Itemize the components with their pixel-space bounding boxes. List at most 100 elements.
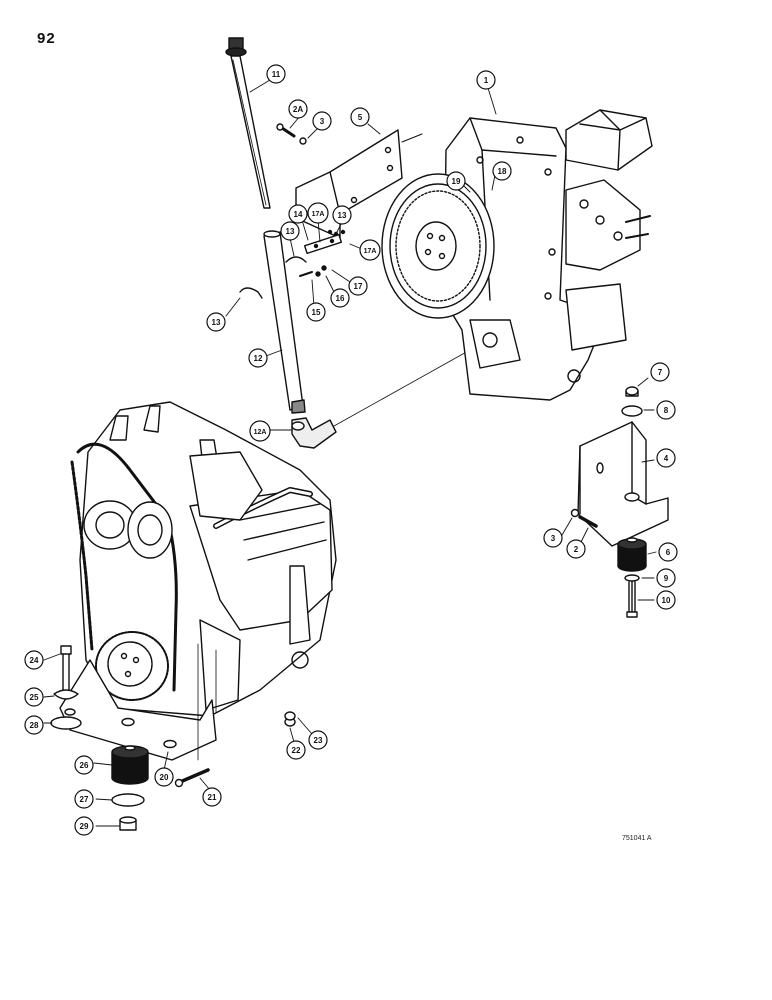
callout-text: 14	[294, 210, 303, 219]
bolt-24	[60, 645, 72, 691]
rubber-mount-6	[617, 537, 647, 572]
callout-c17a: 17A	[307, 202, 329, 224]
callout-c29: 29	[74, 816, 94, 836]
leader-lines	[43, 79, 657, 827]
callout-c9: 9	[656, 568, 676, 588]
callout-c10: 10	[656, 590, 676, 610]
callout-text: 2	[574, 545, 579, 554]
callout-c11: 11	[266, 64, 286, 84]
washer-28	[50, 716, 82, 730]
callout-text: 4	[664, 454, 669, 463]
washer-8	[621, 405, 643, 417]
figure-code: 751041 A	[622, 835, 652, 842]
washer-9	[624, 574, 640, 582]
callout-text: 8	[664, 406, 669, 415]
nut-23	[284, 711, 296, 721]
callout-c16: 16	[330, 288, 350, 308]
callout-c28: 28	[24, 715, 44, 735]
callout-text: 13	[286, 227, 295, 236]
callout-c1: 1	[476, 70, 496, 90]
callout-c18: 18	[492, 161, 512, 181]
callout-text: 12	[254, 354, 263, 363]
callout-c3b: 3	[543, 528, 563, 548]
callout-text: 23	[314, 736, 323, 745]
callout-c6: 6	[658, 542, 678, 562]
bolt-10	[626, 581, 638, 618]
callout-c12: 12	[248, 348, 268, 368]
callout-c2a: 2A	[288, 99, 308, 119]
callout-text: 7	[658, 368, 663, 377]
callout-labels: 122A3345678910111212A1313131415161717A17…	[24, 64, 678, 836]
tube-elbow	[291, 349, 471, 449]
callout-c13c: 13	[206, 312, 226, 332]
callout-c23: 23	[308, 730, 328, 750]
mount-nut-7	[625, 386, 639, 397]
lock-washer-25	[53, 689, 79, 700]
washer-3-upper	[299, 137, 307, 145]
washer-27	[111, 793, 145, 807]
callout-c22: 22	[286, 740, 306, 760]
callout-text: 17	[354, 282, 363, 291]
callout-c14: 14	[288, 204, 308, 224]
callout-c4: 4	[656, 448, 676, 468]
callout-c8: 8	[656, 400, 676, 420]
callout-text: 6	[666, 548, 671, 557]
callout-text: 28	[30, 721, 39, 730]
callout-text: 18	[498, 167, 507, 176]
callout-c2: 2	[566, 539, 586, 559]
callout-c7: 7	[650, 362, 670, 382]
callout-text: 1	[484, 76, 489, 85]
clip-hardware	[239, 229, 346, 299]
callout-c15: 15	[306, 302, 326, 322]
callout-text: 26	[80, 761, 89, 770]
dipstick-tube	[263, 230, 306, 414]
callout-c12a: 12A	[249, 420, 271, 442]
callout-text: 20	[160, 773, 169, 782]
callout-c5: 5	[350, 107, 370, 127]
rubber-mount-26	[111, 745, 149, 785]
callout-text: 10	[662, 596, 671, 605]
engine-mount-plate	[59, 643, 217, 761]
callout-c26: 26	[74, 755, 94, 775]
callout-c24: 24	[24, 650, 44, 670]
callout-text: 13	[212, 318, 221, 327]
callout-text: 3	[551, 534, 556, 543]
callout-c17: 17	[348, 276, 368, 296]
nut-29	[119, 816, 137, 831]
engine-block	[70, 401, 337, 717]
right-mount-bracket	[577, 421, 669, 547]
bolt-2	[578, 515, 598, 528]
callout-text: 9	[664, 574, 669, 583]
callout-text: 12A	[254, 429, 267, 436]
callout-c13b: 13	[280, 221, 300, 241]
callout-text: 19	[452, 177, 461, 186]
callout-text: 13	[338, 211, 347, 220]
callout-c27: 27	[74, 789, 94, 809]
callout-text: 27	[80, 795, 89, 804]
callout-text: 25	[30, 693, 39, 702]
callout-text: 2A	[293, 105, 303, 114]
bolt-21	[174, 768, 210, 788]
callout-text: 11	[272, 70, 281, 79]
washer-3-lower	[570, 508, 580, 518]
callout-text: 17A	[312, 211, 325, 218]
callout-c3a: 3	[312, 111, 332, 131]
callout-c21: 21	[202, 787, 222, 807]
callout-c19: 19	[446, 171, 466, 191]
callout-c25: 25	[24, 687, 44, 707]
callout-text: 21	[208, 793, 217, 802]
callout-c17b: 17A	[359, 239, 381, 261]
callout-text: 24	[30, 656, 39, 665]
callout-text: 15	[312, 308, 321, 317]
transmission-housing	[381, 109, 653, 401]
callout-text: 29	[80, 822, 89, 831]
callout-text: 22	[292, 746, 301, 755]
dipstick	[225, 37, 271, 209]
callout-text: 17A	[364, 248, 377, 255]
callout-c13a: 13	[332, 205, 352, 225]
page-number: 92	[37, 30, 56, 47]
callout-text: 16	[336, 294, 345, 303]
callout-text: 5	[358, 113, 363, 122]
bolt-2a	[276, 123, 296, 138]
